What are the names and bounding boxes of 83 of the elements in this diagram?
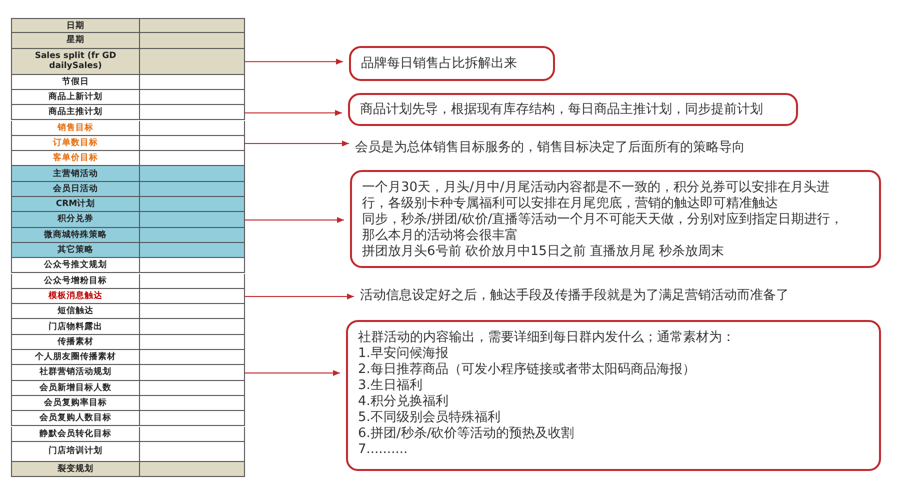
row-label: 销售目标 (12, 120, 140, 135)
row-label: 商品上新计划 (12, 90, 140, 104)
table-row (11, 380, 245, 396)
table-row (11, 18, 245, 34)
row-label: 其它策略 (12, 242, 140, 258)
row-label: 社群营销活动规划 (12, 365, 140, 380)
note-box (350, 170, 881, 268)
row-label: 节假日 (12, 74, 140, 89)
row-label: 商品主推计划 (12, 105, 140, 120)
note-text: 7.......... (358, 442, 409, 458)
table-row (11, 426, 245, 442)
table-row (11, 462, 245, 478)
table-row (11, 288, 245, 304)
note-text: 社群活动的内容输出，需要详细到每日群内发什么；通常素材为： (358, 330, 736, 346)
table-row (11, 258, 245, 274)
note-box (349, 46, 555, 81)
table-row (11, 151, 245, 166)
note-text: 会员是为总体销售目标服务的，销售目标决定了后面所有的策略导向 (355, 140, 745, 156)
table-row (11, 105, 245, 120)
note-box (346, 320, 881, 471)
note-box (348, 93, 798, 126)
arrow (244, 370, 340, 376)
row-label: 会员日活动 (12, 182, 140, 196)
row-label: 公众号增粉目标 (12, 274, 140, 288)
table-row (11, 396, 245, 412)
note-text: 一个月30天，月头/月中/月尾活动内容都是不一致的，积分兑券可以安排在月头进行，各级别卡种专属福利可以安排在月尾兜底，营销的触达即可精准触达 (362, 180, 830, 212)
table-row (11, 304, 245, 320)
arrow (244, 110, 342, 116)
row-label: 公众号推文规划 (12, 258, 140, 272)
table-row (11, 411, 245, 426)
row-label: 日期 (12, 19, 140, 32)
arrow (244, 140, 350, 146)
row-label: 会员复购率目标 (12, 396, 140, 410)
table-row (11, 74, 245, 90)
note-text: 活动信息设定好之后，触达手段及传播手段就是为了满足营销活动而准备了 (360, 288, 789, 304)
row-label: 静默会员转化目标 (12, 426, 140, 441)
row-label: Sales split (fr GD dailySales) (12, 48, 140, 74)
arrow (244, 293, 354, 300)
table-row (11, 334, 245, 350)
row-label: CRM计划 (12, 197, 140, 212)
table-row (11, 120, 245, 136)
row-label: 星期 (12, 33, 140, 48)
table-row (11, 48, 245, 75)
row-label: 门店培训计划 (12, 442, 140, 461)
note-text: 拼团放月头6号前 砍价放月中15日之前 直播放月尾 秒杀放周末 (362, 244, 726, 260)
row-label: 积分兑券 (12, 212, 140, 227)
note-text: 1.早安问候海报 (358, 346, 450, 362)
note-text: 5.不同级别会员特殊福利 (358, 410, 502, 426)
table-row (11, 228, 245, 243)
table-row (11, 365, 245, 381)
row-label: 门店物料露出 (12, 319, 140, 334)
table-row (11, 90, 245, 106)
table-row (11, 442, 245, 462)
row-label: 会员复购人数目标 (12, 411, 140, 426)
row-label: 短信触达 (12, 304, 140, 318)
table-row (11, 182, 245, 197)
note-text: 6.拼团/秒杀/砍价等活动的预热及收割 (358, 426, 576, 442)
note-text: 4.积分兑换福利 (358, 394, 450, 410)
row-label: 主营销活动 (12, 166, 140, 181)
table-row (11, 212, 245, 228)
row-label: 个人朋友圈传播素材 (12, 350, 140, 364)
row-label: 客单价目标 (12, 151, 140, 166)
row-label: 传播素材 (12, 334, 140, 349)
note-text: 商品计划先导，根据现有库存结构，每日商品主推计划，同步提前计划 (360, 102, 763, 118)
row-label: 会员新增目标人数 (12, 380, 140, 395)
table-row (11, 136, 245, 152)
row-label: 微商城特殊策略 (12, 228, 140, 242)
note-text: 同步，秒杀/拼团/砍价/直播等活动一个月不可能天天做，分别对应到指定日期进行，那么本月的活动将会很丰富 (362, 212, 844, 244)
row-label: 模板消息触达 (12, 288, 140, 304)
note-text: 3.生日福利 (358, 378, 424, 394)
note-text: 2.每日推荐商品（可发小程序链接或者带太阳码商品海报） (358, 362, 696, 378)
table-row (11, 166, 245, 182)
arrow (244, 58, 344, 65)
arrow (244, 216, 344, 223)
table-row (11, 242, 245, 258)
table-row (11, 197, 245, 212)
table-row (11, 274, 245, 289)
table-row (11, 319, 245, 335)
row-label: 订单数目标 (12, 136, 140, 150)
note-text: 品牌每日销售占比拆解出来 (361, 56, 517, 72)
table-row (11, 350, 245, 366)
table-row (11, 33, 245, 49)
row-label: 裂变规划 (12, 462, 140, 476)
